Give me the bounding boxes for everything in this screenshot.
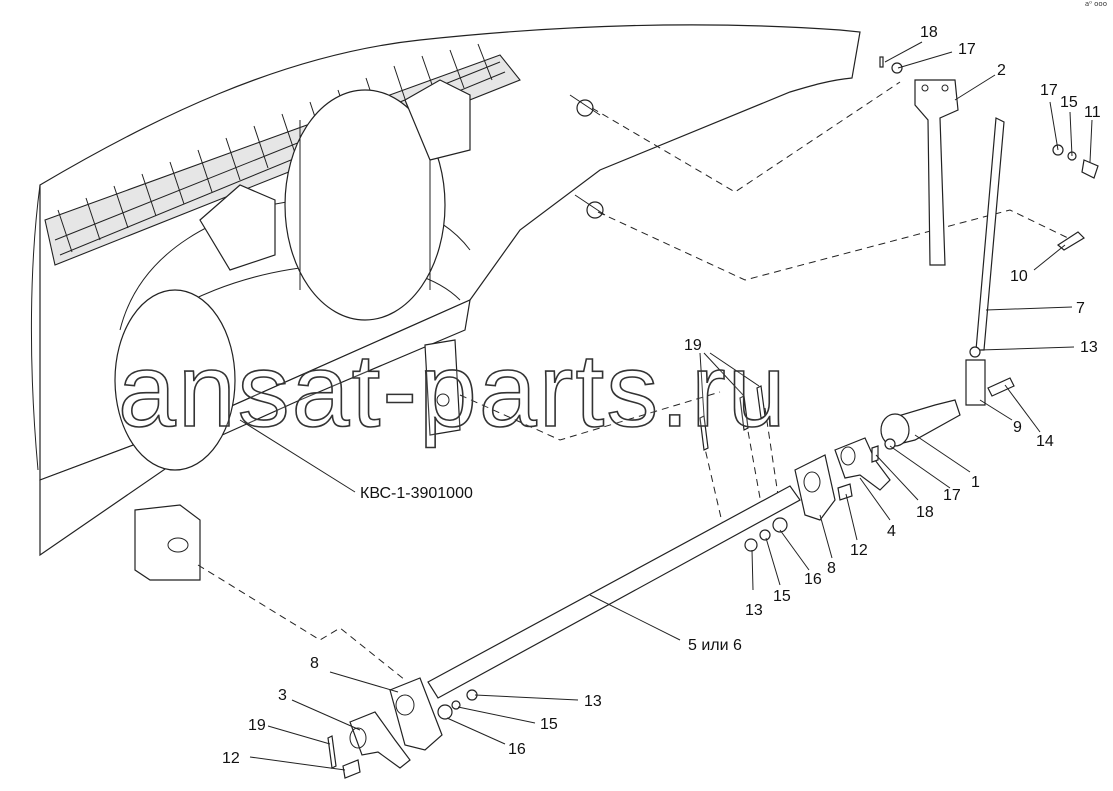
part-8-lower bbox=[389, 677, 443, 751]
left-mounting-bracket bbox=[134, 504, 201, 581]
callout-9: 9 bbox=[1013, 419, 1022, 436]
part-19-pin-lower bbox=[327, 735, 337, 769]
callout-12: 12 bbox=[850, 542, 868, 559]
callout-14: 14 bbox=[1036, 433, 1054, 450]
part-5-6-shaft bbox=[427, 485, 801, 699]
part-12-bolt-upper bbox=[837, 483, 853, 501]
callout-labels: 18 17 2 17 15 11 10 7 13 9 14 1 17 18 4 … bbox=[222, 24, 1101, 767]
part-12-bolt-lower bbox=[342, 759, 361, 779]
callout-12: 12 bbox=[222, 750, 240, 767]
assembly-label: КВС-1-3901000 bbox=[360, 485, 473, 502]
auger-drum-right bbox=[284, 89, 446, 321]
callout-8: 8 bbox=[310, 655, 319, 672]
callout-4: 4 bbox=[887, 523, 896, 540]
callout-17: 17 bbox=[1040, 82, 1058, 99]
callout-13: 13 bbox=[1080, 339, 1098, 356]
callout-15: 15 bbox=[1060, 94, 1078, 111]
callout-16: 16 bbox=[508, 741, 526, 758]
part-18-pin-top bbox=[879, 56, 884, 68]
callout-17: 17 bbox=[958, 41, 976, 58]
auger-flight-2 bbox=[404, 79, 471, 161]
part-14-pin bbox=[987, 377, 1015, 397]
part-7-rod bbox=[975, 117, 1005, 351]
assembly-dashed-lines bbox=[197, 81, 1069, 681]
callout-17: 17 bbox=[943, 487, 961, 504]
callout-3: 3 bbox=[278, 687, 287, 704]
callout-19: 19 bbox=[248, 717, 266, 734]
callout-11: 11 bbox=[1084, 104, 1101, 121]
callout-18: 18 bbox=[916, 504, 934, 521]
part-2-bar bbox=[914, 79, 959, 266]
callout-15: 15 bbox=[540, 716, 558, 733]
callout-18: 18 bbox=[920, 24, 938, 41]
part-3-hook bbox=[349, 711, 411, 769]
callout-7: 7 bbox=[1076, 300, 1085, 317]
corner-mark: a⁰ ooo bbox=[1084, 0, 1107, 8]
callout-2: 2 bbox=[997, 62, 1006, 79]
callout-10: 10 bbox=[1010, 268, 1028, 285]
auger-drum-left bbox=[114, 289, 236, 471]
center-bracket bbox=[424, 339, 461, 436]
header-frame bbox=[30, 24, 861, 581]
callout-13: 13 bbox=[745, 602, 763, 619]
callout-15: 15 bbox=[773, 588, 791, 605]
part-17-washer-top bbox=[891, 62, 903, 74]
callout-leaders bbox=[239, 41, 1093, 771]
callout-5-or-6: 5 или 6 bbox=[688, 637, 742, 654]
callout-16: 16 bbox=[804, 571, 822, 588]
callout-1: 1 bbox=[971, 474, 980, 491]
part-8-upper bbox=[794, 454, 836, 521]
part-4-hook bbox=[834, 437, 891, 491]
callout-8: 8 bbox=[827, 560, 836, 577]
part-11-bolt bbox=[1081, 159, 1099, 179]
callout-13: 13 bbox=[584, 693, 602, 710]
auger-flight-1 bbox=[199, 184, 276, 271]
callout-19: 19 bbox=[684, 337, 702, 354]
part-9-fork bbox=[965, 359, 986, 406]
